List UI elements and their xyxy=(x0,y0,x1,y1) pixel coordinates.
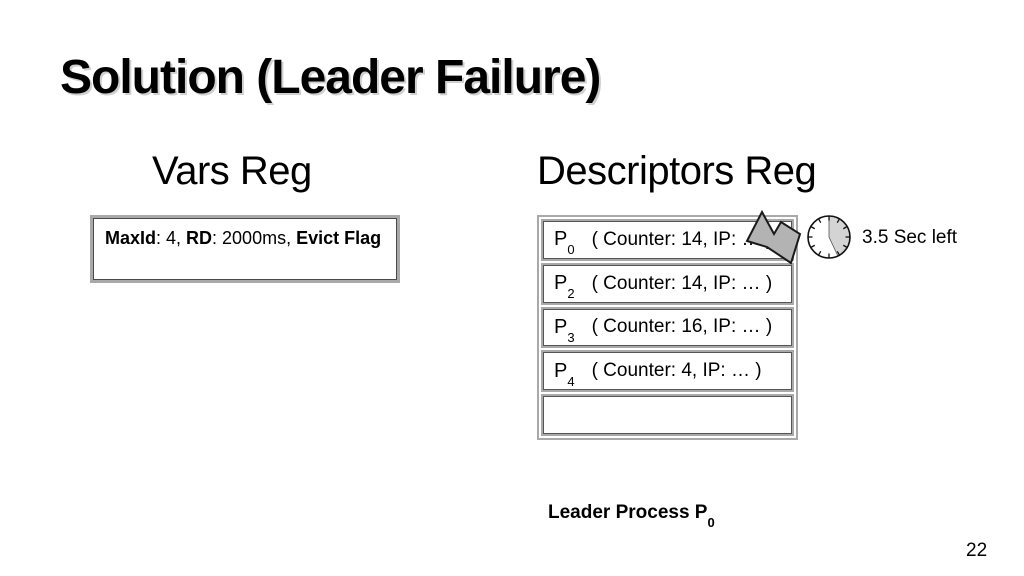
failure-arrow-icon xyxy=(745,209,802,265)
page-number: 22 xyxy=(966,540,988,561)
vars-rd-label: RD xyxy=(186,228,213,248)
descriptor-row-p3: P3 ( Counter: 16, IP: … ) xyxy=(541,306,794,349)
process-label: P0 xyxy=(554,228,575,258)
timer-label: 3.5 Sec left xyxy=(862,227,958,248)
process-label: P3 xyxy=(554,315,575,345)
descriptors-reg-heading: Descriptors Reg xyxy=(537,149,817,193)
vars-reg-heading: Vars Reg xyxy=(152,149,312,193)
process-detail: ( Counter: 14, IP: … ) xyxy=(591,228,773,250)
descriptors-table: P0 ( Counter: 14, IP: … ) P2 ( Counter: … xyxy=(537,215,798,440)
slide-title: Solution (Leader Failure) xyxy=(60,51,601,104)
vars-reg-box: MaxId: 4, RD: 2000ms, Evict Flag xyxy=(90,215,400,283)
process-detail: ( Counter: 16, IP: … ) xyxy=(591,316,773,338)
vars-maxid-label: MaxId xyxy=(105,228,157,248)
descriptor-row-p2: P2 ( Counter: 14, IP: … ) xyxy=(541,262,794,305)
vars-rd-value: : 2000ms, xyxy=(212,228,297,248)
descriptor-row-p0: P0 ( Counter: 14, IP: … ) xyxy=(541,219,794,261)
vars-evict-flag-label: Evict Flag xyxy=(296,228,382,248)
descriptor-row-p4: P4 ( Counter: 4, IP: … ) xyxy=(541,350,794,393)
process-label: P2 xyxy=(554,272,575,302)
process-detail: ( Counter: 4, IP: … ) xyxy=(591,360,762,382)
clock-icon xyxy=(807,215,851,259)
process-label: P4 xyxy=(554,359,575,389)
descriptor-row-empty xyxy=(541,394,794,436)
process-detail: ( Counter: 14, IP: … ) xyxy=(591,272,773,294)
leader-process-caption: Leader Process P0 xyxy=(548,502,715,530)
vars-maxid-value: : 4, xyxy=(156,228,187,248)
